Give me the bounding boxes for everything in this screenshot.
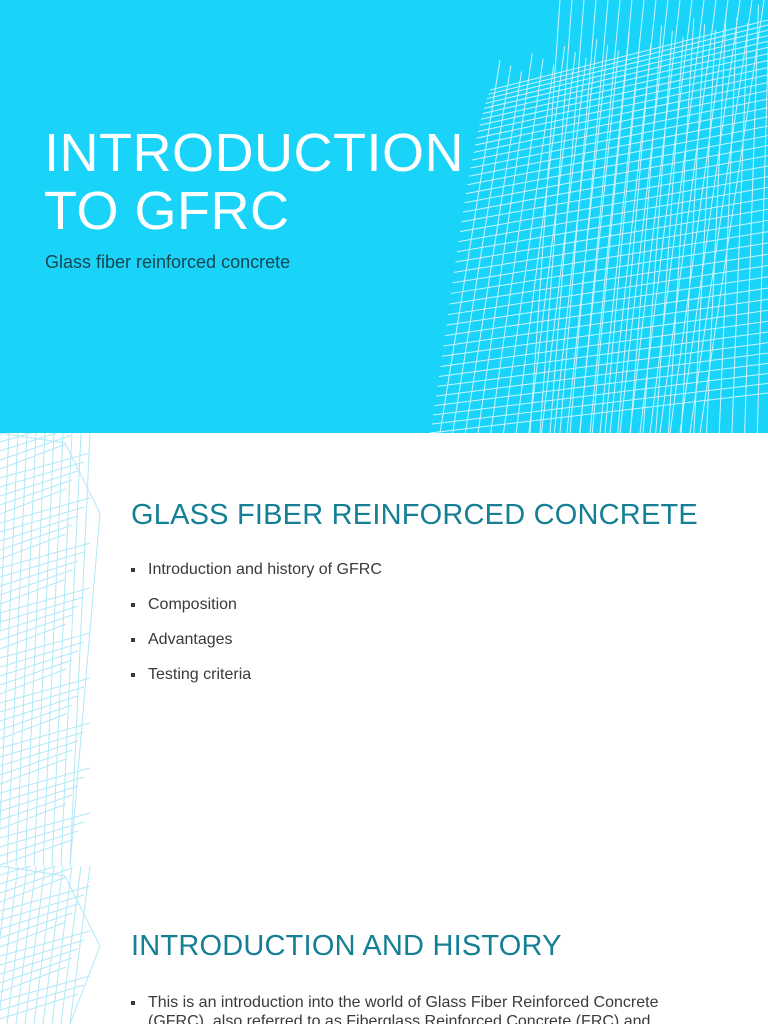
topic-list: Introduction and history of GFRC Composi… bbox=[131, 560, 382, 700]
list-item: Composition bbox=[131, 595, 382, 615]
section-heading: GLASS FIBER REINFORCED CONCRETE bbox=[131, 499, 698, 531]
list-item: This is an introduction into the world o… bbox=[131, 993, 721, 1024]
section-heading: INTRODUCTION AND HISTORY bbox=[131, 930, 562, 962]
list-item: Introduction and history of GFRC bbox=[131, 560, 382, 580]
presentation-title: INTRODUCTION TO GFRC bbox=[44, 123, 464, 241]
list-item: Testing criteria bbox=[131, 665, 382, 685]
building-wireframe-decoration bbox=[0, 866, 101, 1024]
overview-slide: GLASS FIBER REINFORCED CONCRETE Introduc… bbox=[0, 433, 768, 866]
building-wireframe-decoration bbox=[0, 433, 101, 866]
list-item: Advantages bbox=[131, 630, 382, 650]
presentation-subtitle: Glass fiber reinforced concrete bbox=[45, 252, 291, 272]
history-slide: INTRODUCTION AND HISTORY This is an intr… bbox=[0, 866, 768, 1024]
history-list: This is an introduction into the world o… bbox=[131, 993, 721, 1024]
title-slide: INTRODUCTION TO GFRC Glass fiber reinfor… bbox=[0, 0, 768, 433]
